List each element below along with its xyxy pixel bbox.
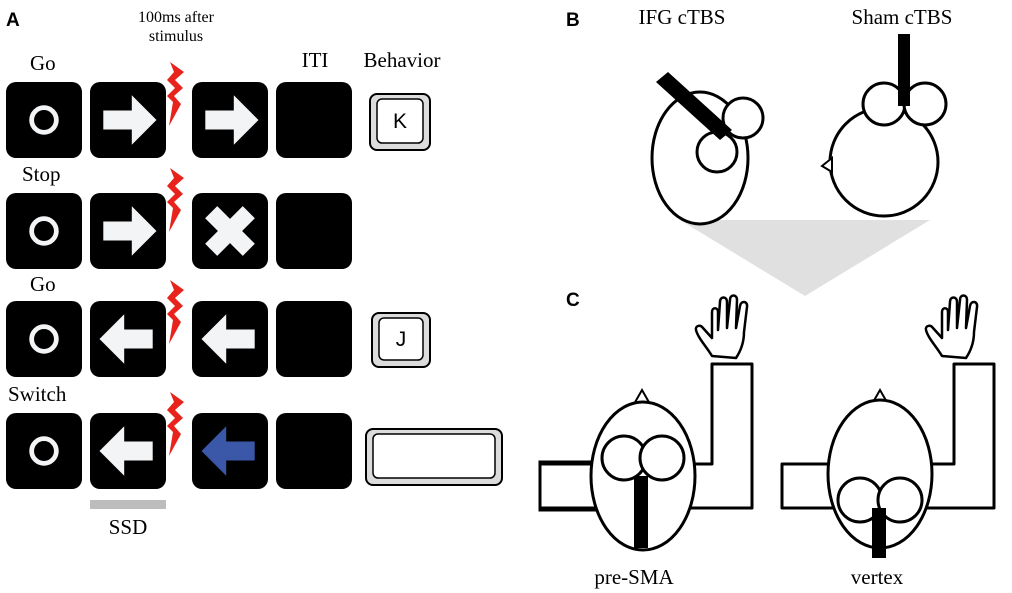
timing-label-line1: 100ms after [138,9,215,26]
trial-row-switch: Switch [6,382,503,489]
keycap-label: J [396,328,407,351]
column-label-behavior: Behavior [364,48,441,72]
flash-icon [167,392,184,456]
keycap-label: K [393,110,407,133]
iti-screen [276,301,352,377]
keycap-spacebar-icon [365,428,503,486]
trial-label: Go [30,51,56,75]
head-ifg-icon [650,72,765,226]
timing-label-line2: stimulus [149,28,203,45]
keycap-j: J [371,312,431,368]
site-label-vertex: vertex [851,565,904,589]
ssd-bar [90,500,166,509]
trial-label: Switch [8,382,67,406]
iti-screen [276,193,352,269]
ssd-label: SSD [109,515,148,539]
iti-screen [276,413,352,489]
condition-label-ifg: IFG cTBS [639,5,726,29]
trial-row-go-left: Go J [6,272,431,377]
fixation-screen [6,193,82,269]
flash-icon [167,62,184,126]
zoom-funnel [680,220,930,296]
condition-label-sham: Sham cTBS [852,5,953,29]
keycap-k: K [369,93,431,151]
raised-hand-icon [694,294,749,360]
site-label-pre-sma: pre-SMA [594,565,674,589]
column-label-iti: ITI [302,48,329,72]
trial-row-stop: Stop [6,162,352,269]
flash-icon [167,168,184,232]
trial-label: Stop [22,162,61,186]
flash-icon [167,280,184,344]
panel-c: C pre-SMA vertex [538,290,996,589]
figure-pre-sma: pre-SMA [538,294,754,589]
iti-screen [276,82,352,158]
panel-b: B IFG cTBS Sham cTBS [566,5,952,296]
trial-label: Go [30,272,56,296]
panel-c-letter: C [566,290,580,311]
fixation-screen [6,413,82,489]
figure-vertex: vertex [780,294,996,589]
fixation-screen [6,301,82,377]
panel-a: A 100ms after stimulus ITI Behavior Go K… [6,9,503,539]
trial-row-go-right: Go K [6,51,431,158]
fixation-screen [6,82,82,158]
head-sham-icon [820,34,948,218]
panel-b-letter: B [566,10,580,31]
raised-hand-icon [924,294,979,360]
panel-a-letter: A [6,10,20,31]
